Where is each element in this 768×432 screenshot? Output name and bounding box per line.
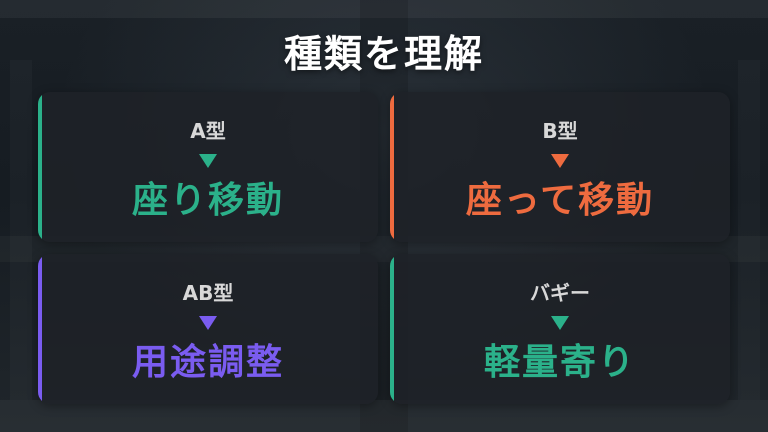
background-right-wall — [738, 60, 760, 400]
card-label: B型 — [542, 119, 578, 143]
background-ceiling — [0, 0, 768, 18]
card-accent-bar — [390, 92, 394, 242]
card-main-text: 軽量寄り — [483, 342, 636, 383]
card-main-text: 座って移動 — [465, 180, 655, 221]
slide-title: 種類を理解 — [283, 32, 484, 76]
card-main-text: 用途調整 — [131, 342, 284, 383]
background-left-wall — [10, 60, 32, 400]
down-arrow-icon — [199, 316, 217, 330]
down-arrow-icon — [551, 316, 569, 330]
card-accent-bar — [38, 92, 42, 242]
card-type-ab: AB型 用途調整 — [38, 254, 378, 404]
card-accent-bar — [38, 254, 42, 404]
background-floor — [0, 400, 768, 432]
card-label: バギー — [530, 281, 590, 305]
card-label: A型 — [190, 119, 226, 143]
down-arrow-icon — [199, 154, 217, 168]
down-arrow-icon — [551, 154, 569, 168]
card-accent-bar — [390, 254, 394, 404]
card-label: AB型 — [182, 281, 234, 305]
card-type-a: A型 座り移動 — [38, 92, 378, 242]
card-type-b: B型 座って移動 — [390, 92, 730, 242]
card-main-text: 座り移動 — [131, 180, 284, 221]
card-type-buggy: バギー 軽量寄り — [390, 254, 730, 404]
